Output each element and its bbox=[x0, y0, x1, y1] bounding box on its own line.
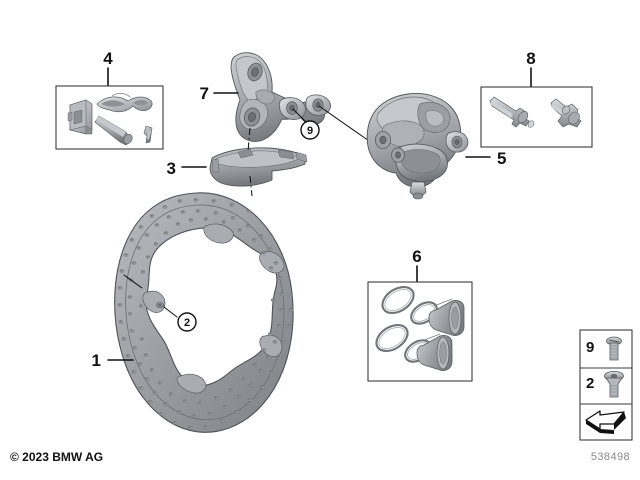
figure-id-text: 538498 bbox=[591, 451, 630, 463]
caliper-piston-2 bbox=[416, 333, 453, 371]
guide-bolt-short bbox=[550, 98, 582, 128]
callout-label-2: 2 bbox=[184, 317, 190, 329]
legend-row-number-2: 2 bbox=[586, 375, 594, 392]
copyright-text: © 2023 BMW AG bbox=[10, 450, 103, 464]
callout-9-circle bbox=[300, 120, 320, 140]
callout-label-1: 1 bbox=[92, 351, 101, 370]
callout-label-5: 5 bbox=[497, 149, 506, 168]
direction-arrow-icon bbox=[585, 410, 626, 434]
guide-bolt-box: 8 bbox=[480, 49, 593, 148]
callout-label-3: 3 bbox=[167, 159, 176, 178]
callout-9-leader-b bbox=[318, 105, 373, 144]
assembly-axis-bracket-pad bbox=[247, 127, 251, 153]
callout-label-7: 7 bbox=[200, 84, 209, 103]
brake-pad-set: 3 bbox=[167, 147, 308, 187]
assembly-axis-pad-disc bbox=[249, 175, 253, 197]
callout-2-circle bbox=[177, 312, 197, 332]
anti-rattle-spring bbox=[96, 93, 153, 113]
callout-label-8: 8 bbox=[526, 49, 535, 68]
brake-caliper: 5 bbox=[366, 93, 506, 200]
legend-panel: 9 2 bbox=[579, 329, 633, 441]
callout-label-4: 4 bbox=[103, 49, 113, 68]
brake-disc-rotor: 1 bbox=[92, 192, 294, 433]
guide-sleeve-pin bbox=[94, 115, 133, 146]
caliper-guide-bolt-boss bbox=[445, 131, 469, 153]
seal-and-piston-repair-kit-box: 6 bbox=[367, 247, 473, 382]
pad-hardware-kit-box: 4 bbox=[55, 49, 164, 150]
box-4-frame bbox=[55, 85, 164, 150]
disc-perforation-holes bbox=[117, 198, 294, 430]
pad-retaining-clip bbox=[67, 99, 93, 135]
guide-bolt-long bbox=[489, 96, 535, 128]
bracket-guide-lugs bbox=[278, 94, 331, 120]
callout-9-group: 9 bbox=[292, 105, 373, 144]
small-clip bbox=[143, 125, 153, 144]
disc-retaining-screw bbox=[156, 302, 164, 308]
disc-detail-tick bbox=[123, 274, 143, 289]
legend-row-number-9: 9 bbox=[586, 339, 594, 356]
callout-label-6: 6 bbox=[412, 247, 421, 266]
caliper-piston-1 bbox=[428, 298, 465, 336]
countersunk-screw-icon bbox=[604, 370, 624, 398]
pan-head-bolt-icon bbox=[606, 336, 622, 361]
disc-retaining-screw-callout: 2 bbox=[156, 302, 197, 332]
caliper-carrier-bracket: 7 bbox=[200, 52, 331, 142]
callout-label-9: 9 bbox=[307, 125, 313, 137]
callout-2-leader bbox=[163, 306, 178, 318]
